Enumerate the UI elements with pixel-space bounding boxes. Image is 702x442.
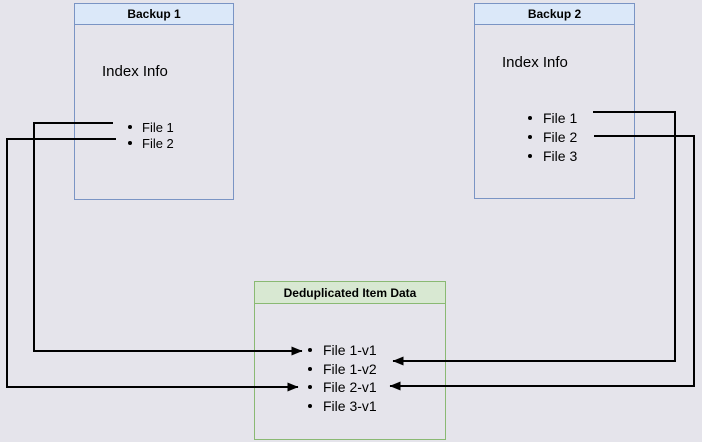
list-item: File 3-v1 [255,397,445,416]
bullet-icon [528,134,532,139]
list-item: File 1 [75,119,233,135]
list-item-label: File 3-v1 [323,397,377,414]
bullet-icon [308,403,312,408]
list-item-label: File 2 [543,128,578,145]
backup2-title: Backup 2 [475,4,634,25]
backup2-file-list: File 1 File 2 File 3 [475,108,634,165]
backup1-file-list: File 1 File 2 [75,119,233,151]
backup2-box: Backup 2 Index Info File 1 File 2 File 3 [474,3,635,199]
bullet-icon [528,153,532,158]
list-item: File 2 [75,135,233,151]
bullet-icon [308,385,312,390]
list-item-label: File 1 [543,109,578,126]
list-item-label: File 2 [142,135,174,151]
backup1-subtitle: Index Info [102,63,168,80]
list-item: File 3 [475,146,634,165]
backup1-box: Backup 1 Index Info File 1 File 2 [74,3,234,200]
list-item: File 1-v2 [255,360,445,379]
bullet-icon [308,366,312,371]
list-item: File 1-v1 [255,341,445,360]
list-item-label: File 3 [543,147,578,164]
list-item: File 2-v1 [255,378,445,397]
list-item-label: File 1 [142,119,174,135]
list-item-label: File 1-v2 [323,360,377,377]
bullet-icon [128,125,132,129]
backup1-title: Backup 1 [75,4,233,25]
bullet-icon [128,141,132,145]
dedup-file-list: File 1-v1 File 1-v2 File 2-v1 File 3-v1 [255,341,445,415]
list-item-label: File 2-v1 [323,379,377,396]
dedup-title: Deduplicated Item Data [255,282,445,304]
list-item: File 1 [475,108,634,127]
dedup-box: Deduplicated Item Data File 1-v1 File 1-… [254,281,446,440]
bullet-icon [528,115,532,120]
backup2-subtitle: Index Info [502,54,568,71]
bullet-icon [308,348,312,353]
list-item-label: File 1-v1 [323,342,377,359]
list-item: File 2 [475,127,634,146]
